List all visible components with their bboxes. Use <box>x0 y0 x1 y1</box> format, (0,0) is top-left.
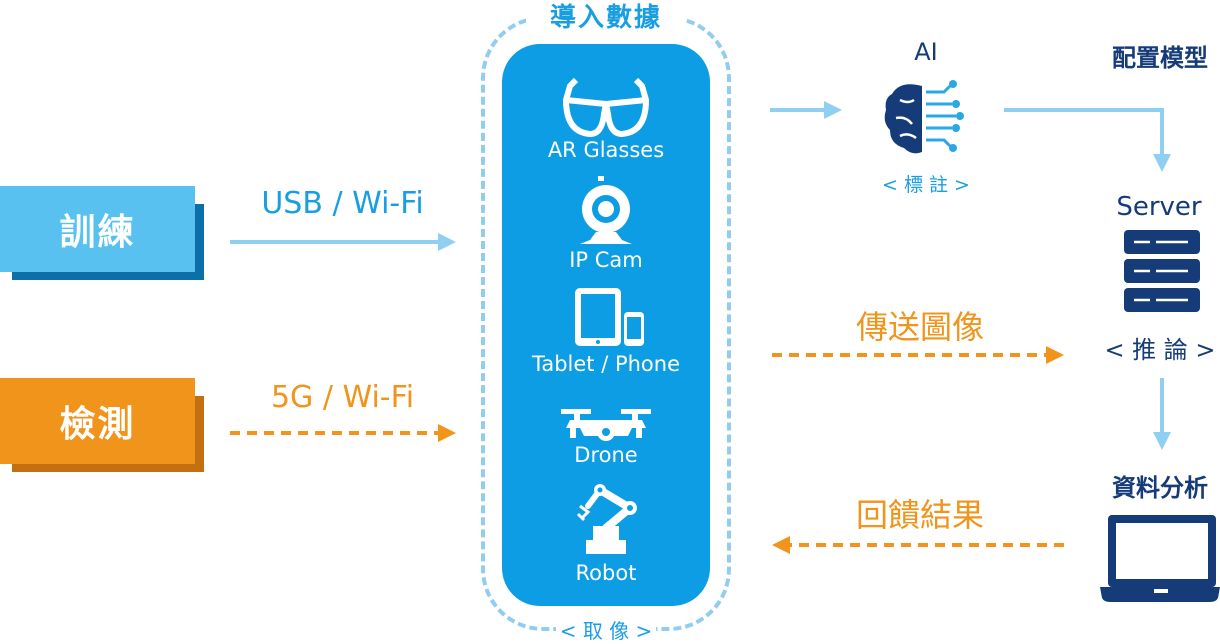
tablet-phone-icon <box>575 288 644 346</box>
ai-title: AI <box>914 38 938 66</box>
server-subtitle: < 推 論 > <box>1104 336 1216 364</box>
send-images-label: 傳送圖像 <box>855 308 984 346</box>
inspection-mode-box: 檢測 <box>0 378 195 464</box>
device-label-ip-cam: IP Cam <box>569 248 643 272</box>
return-results-label: 回饋結果 <box>855 496 984 534</box>
to-server-arrow <box>1004 108 1171 172</box>
device-label-drone: Drone <box>574 443 638 467</box>
device-label-robot: Robot <box>575 561 637 585</box>
inspection-link-label: 5G / Wi-Fi <box>270 380 415 415</box>
laptop-icon <box>1100 515 1220 602</box>
training-mode-box: 訓練 <box>0 186 195 272</box>
drone-icon <box>561 409 651 441</box>
return-results-arrow <box>772 536 1064 554</box>
import-data-title: 導入數據 <box>526 0 686 36</box>
deploy-model-label: 配置模型 <box>1112 44 1208 72</box>
data-analysis-label: 資料分析 <box>1112 474 1208 502</box>
training-link-label: USB / Wi-Fi <box>261 186 424 221</box>
webcam-icon <box>580 176 632 244</box>
server-icon <box>1124 230 1200 312</box>
training-arrow <box>230 233 456 251</box>
capture-caption: < 取 像 > <box>556 618 656 644</box>
inspection-mode-label: 檢測 <box>59 404 136 445</box>
robot-arm-icon <box>576 484 637 554</box>
training-mode-label: 訓練 <box>59 212 136 253</box>
ai-subtitle: < 標 註 > <box>882 174 970 196</box>
glasses-icon <box>563 77 649 137</box>
inspection-arrow <box>230 424 456 442</box>
ai-brain-icon <box>884 80 964 154</box>
server-title: Server <box>1116 192 1202 222</box>
send-images-arrow <box>772 346 1064 364</box>
device-label-tablet-phone: Tablet / Phone <box>531 352 680 376</box>
device-label-ar-glasses: AR Glasses <box>547 138 665 162</box>
to-ai-arrow <box>770 101 842 119</box>
to-analysis-arrow <box>1153 378 1171 450</box>
